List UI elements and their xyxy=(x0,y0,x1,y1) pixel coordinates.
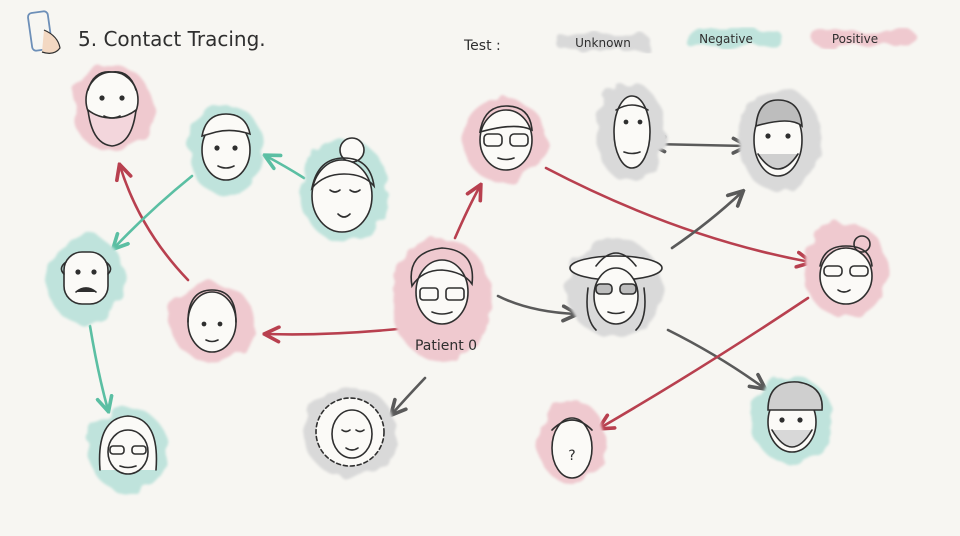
person-bun-woman xyxy=(300,137,388,242)
arrow-oldman-to-grandma xyxy=(88,324,108,410)
unknown-person-symbol: ? xyxy=(568,448,575,464)
legend-label: Test : xyxy=(463,38,501,54)
person-hat-woman xyxy=(566,238,663,338)
arrow-bunwoman-to-negman xyxy=(266,156,306,180)
arrow-woman-to-bearded-man xyxy=(120,166,190,282)
arrow-patient0-to-woman xyxy=(266,328,410,334)
arrow-negman-to-oldman xyxy=(114,174,194,248)
legend: Test : Unknown Negative Positive xyxy=(463,30,916,54)
person-negative-man xyxy=(188,104,264,196)
phone-icon xyxy=(27,10,61,54)
person-unknown: ? xyxy=(538,400,606,484)
arrow-patient0-to-hat-woman xyxy=(496,294,576,314)
person-patient-0: Patient 0 xyxy=(392,238,492,362)
arrow-bunglasses-to-unknown xyxy=(600,296,810,428)
arrow-glassesman-to-bunglasses xyxy=(544,166,810,262)
legend-swatch-positive xyxy=(812,30,916,46)
person-beard-man xyxy=(738,88,822,192)
patient-0-label: Patient 0 xyxy=(415,338,477,354)
legend-swatch-unknown xyxy=(556,34,650,50)
person-bearded-man xyxy=(72,64,152,152)
page-title: 5. Contact Tracing. xyxy=(78,27,266,51)
arrow-hatwoman-to-beardman xyxy=(670,192,742,250)
legend-item-negative: Negative xyxy=(699,32,753,46)
connections xyxy=(88,144,810,428)
arrow-patient0-to-glasses-man xyxy=(453,186,480,240)
legend-item-positive: Positive xyxy=(832,32,878,46)
person-beanie-man xyxy=(752,376,832,464)
person-curly-woman xyxy=(304,386,396,478)
person-woman xyxy=(170,282,254,362)
person-old-man xyxy=(48,234,124,326)
person-bun-glasses-woman xyxy=(804,222,888,318)
arrow-longface-beardman xyxy=(652,144,746,146)
legend-item-unknown: Unknown xyxy=(575,36,631,50)
person-glasses-man xyxy=(462,98,546,182)
arrow-patient0-to-curly-woman xyxy=(392,376,427,414)
person-long-face-man xyxy=(596,82,664,182)
person-grandma xyxy=(88,408,168,492)
legend-swatch-negative xyxy=(684,30,782,46)
